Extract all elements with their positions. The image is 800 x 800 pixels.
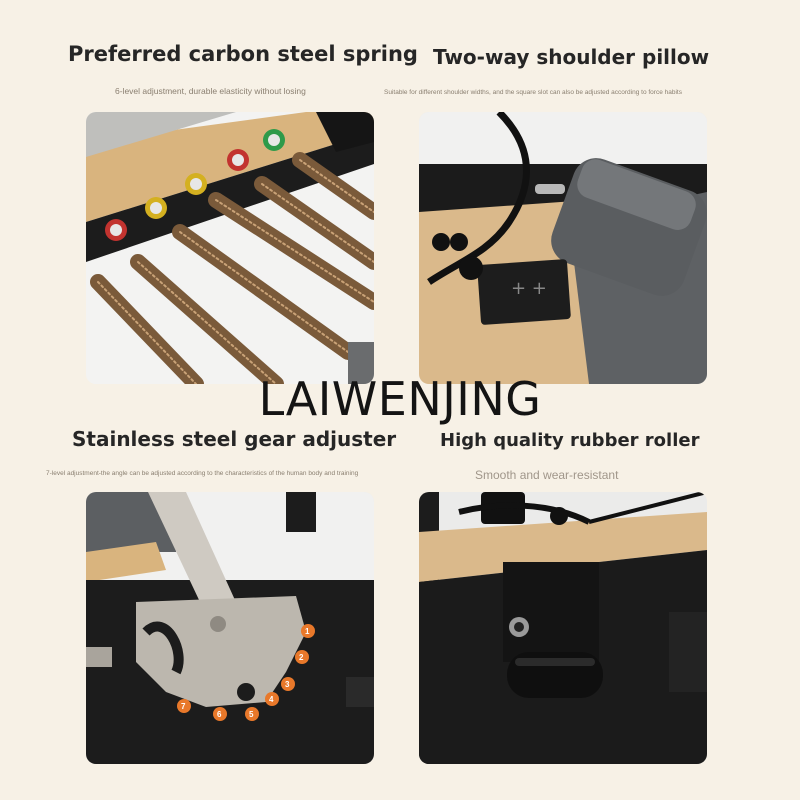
pillow-photo: + + [419,112,707,384]
gear-title: Stainless steel gear adjuster [72,427,397,451]
watermark-text: LAIWENJING [258,372,542,426]
shoulder-pillow [535,158,707,296]
gear-level-6: 6 [217,710,222,719]
gear-level-3: 3 [285,680,290,689]
gear-description: 7-level adjustment-the angle can be adju… [46,470,359,477]
gear-level-7: 7 [181,702,186,711]
pillow-title: Two-way shoulder pillow [433,45,710,69]
gear-level-4: 4 [269,695,274,704]
gear-level-5: 5 [249,710,254,719]
gear-level-2: 2 [299,653,304,662]
roller-title: High quality rubber roller [440,430,700,451]
roller-description: Smooth and wear-resistant [475,468,619,482]
svg-text:+ +: + + [511,278,547,299]
spring-coils [90,152,374,384]
gear-photo: 1 2 3 4 5 6 7 [86,492,374,764]
spring-caps [105,129,285,241]
spring-title: Preferred carbon steel spring [68,42,418,66]
spring-photo [86,112,374,384]
gear-plate [136,596,306,707]
gear-level-badges: 1 2 3 4 5 6 7 [177,624,315,721]
rubber-roller [507,652,603,698]
spring-description: 6-level adjustment, durable elasticity w… [115,86,306,96]
roller-photo [419,492,707,764]
pillow-description: Suitable for different shoulder widths, … [384,89,682,96]
gear-level-1: 1 [305,627,310,636]
